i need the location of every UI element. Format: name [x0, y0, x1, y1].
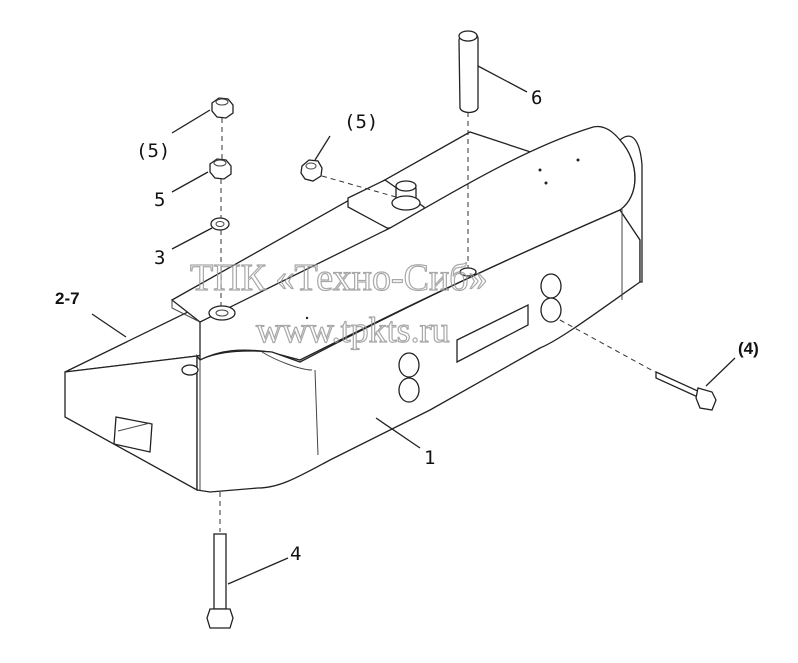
callout-nut-top: (5): [136, 140, 170, 162]
callout-pin-6: 6: [531, 87, 542, 109]
callout-nut-5: 5: [154, 189, 165, 211]
callout-bolt-4-side: (4): [738, 339, 759, 358]
front-hole-4: [540, 297, 562, 323]
nut-top-part: [211, 97, 234, 119]
watermark-company: ТПК «Техно-Сиб»: [190, 257, 488, 299]
front-hole-2: [398, 377, 420, 403]
watermark: ТПК «Техно-Сиб» www.tpkts.ru: [189, 256, 488, 350]
stud: [391, 180, 421, 211]
front-hole-3: [540, 273, 562, 299]
callout-washer-3: 3: [154, 247, 165, 269]
front-hole-1: [398, 352, 420, 378]
right-end-cap: [619, 135, 643, 283]
callout-bolt-4-bottom: 4: [290, 543, 301, 565]
bolt-seat-washer: [208, 305, 236, 321]
bolt-4-bottom-part: [206, 492, 234, 629]
nut-stack: [209, 97, 234, 306]
callout-labels: (5) 5 3 (5) 6 2-7 1 (4) 4: [55, 87, 759, 565]
callout-parts-2-7: 2-7: [55, 289, 80, 308]
left-slot: [113, 416, 153, 453]
callout-nut-right: (5): [344, 111, 378, 133]
callout-counterweight-1: 1: [424, 447, 435, 469]
nut-5-part: [209, 158, 232, 180]
main-front-face: [196, 209, 641, 493]
nut-right-part: [300, 159, 397, 198]
washer-3-part: [210, 217, 230, 231]
leader-lines: [91, 65, 736, 585]
pin-6-part: [458, 30, 479, 268]
counterweight-body: [64, 125, 643, 493]
front-recess: [456, 303, 529, 364]
watermark-website: www.tpkts.ru: [256, 310, 450, 350]
bolt-4-side-part: [559, 319, 717, 411]
